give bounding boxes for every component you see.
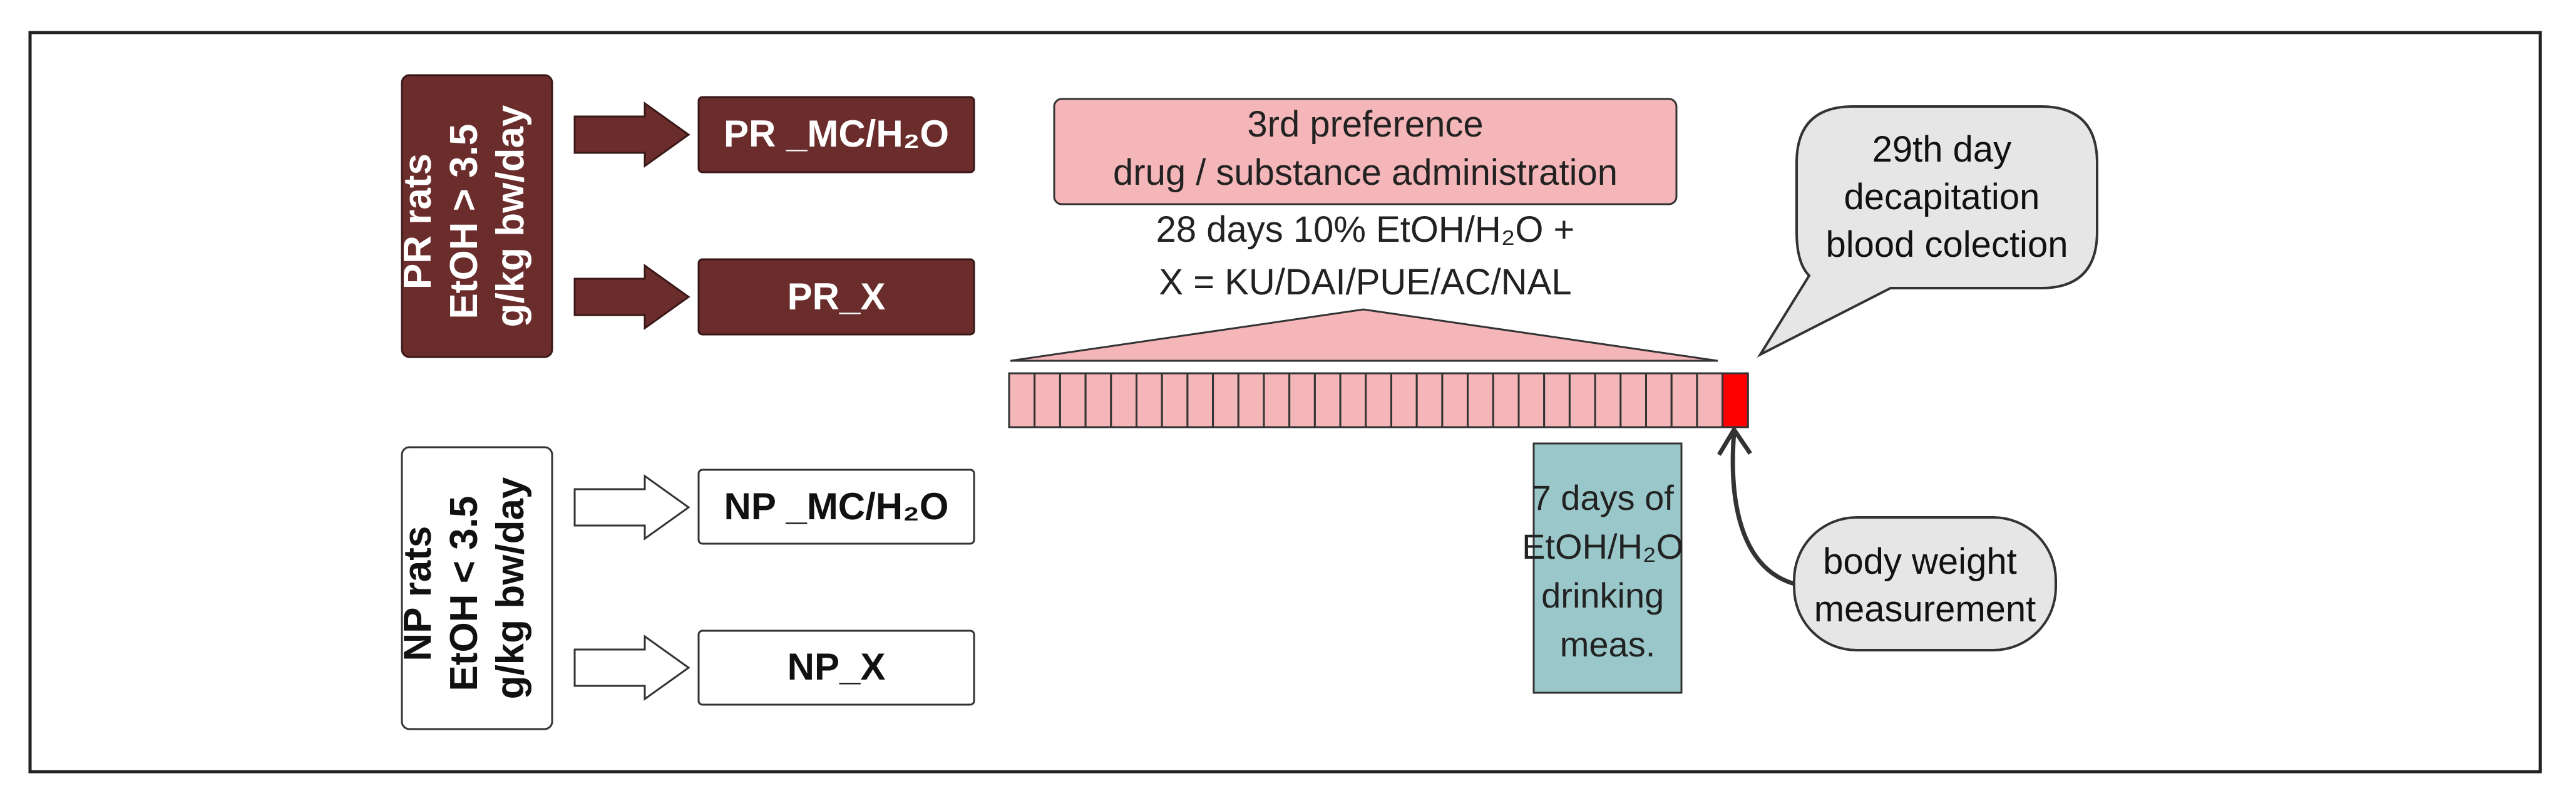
pr-group: PR rats EtOH > 3.5 g/kg bw/day PR _MC/H₂… xyxy=(396,74,975,358)
measurement-line-1: 7 days of xyxy=(1532,478,1675,517)
pr-label-line-3: g/kg bw/day xyxy=(489,105,532,327)
day-cell xyxy=(1467,372,1494,428)
body-weight-line-2: measurement xyxy=(1814,589,2036,629)
day-cell xyxy=(1441,372,1469,428)
pr-arrow-2 xyxy=(573,264,690,330)
np-arrow-1 xyxy=(573,474,690,541)
day-cell xyxy=(1288,372,1316,428)
pr-rats-label-box xyxy=(401,74,553,358)
measurement-line-3: drinking xyxy=(1541,576,1664,615)
day-cell xyxy=(1517,372,1546,428)
day-cell xyxy=(1619,372,1648,428)
treatment-line-2: X = KU/DAI/PUE/AC/NAL xyxy=(1159,262,1571,303)
timeline-brace xyxy=(1010,308,1718,362)
pr-x-label: PR_X xyxy=(788,276,886,318)
np-group: NP rats EtOH < 3.5 g/kg bw/day NP _MC/H₂… xyxy=(396,446,975,730)
day-cell xyxy=(1034,372,1061,428)
decapitation-bubble xyxy=(1757,105,2098,358)
body-weight-text: body weight measurement xyxy=(1814,541,2036,629)
day-timeline xyxy=(1008,372,1749,428)
day-cell xyxy=(1263,372,1291,428)
day-cell xyxy=(1059,372,1087,428)
phase-title-line-1: 3rd preference xyxy=(1247,104,1483,145)
np-label-line-1: NP rats xyxy=(396,526,439,661)
np-mc-label: NP _MC/H₂O xyxy=(724,485,949,527)
day-cell xyxy=(1212,372,1239,428)
day-cell xyxy=(1390,372,1418,428)
day-cell xyxy=(1084,372,1112,428)
phase-title-line-2: drug / substance administration xyxy=(1113,152,1618,193)
measurement-line-4: meas. xyxy=(1560,624,1656,664)
np-rats-label: NP rats EtOH < 3.5 g/kg bw/day xyxy=(396,477,532,699)
day-cell xyxy=(1645,372,1673,428)
day-cell xyxy=(1492,372,1520,428)
day-cell xyxy=(1670,372,1698,428)
phase-box xyxy=(1053,98,1678,205)
measurement-line-2: EtOH/H₂O xyxy=(1522,527,1683,566)
pr-mc-label: PR _MC/H₂O xyxy=(724,113,949,155)
treatment-line-1: 28 days 10% EtOH/H₂O + xyxy=(1156,209,1575,250)
weight-curved-arrow xyxy=(1730,432,1795,586)
day-cell xyxy=(1313,372,1342,428)
body-weight-bubble xyxy=(1793,516,2057,651)
pr-label-line-1: PR rats xyxy=(396,153,439,289)
weight-arrow-head xyxy=(1716,425,1752,456)
day-cell xyxy=(1008,372,1036,428)
day-cell xyxy=(1365,372,1393,428)
np-arrow-2 xyxy=(573,635,690,701)
pr-label-line-2: EtOH > 3.5 xyxy=(443,124,486,319)
day-cell xyxy=(1161,372,1189,428)
np-x-box xyxy=(697,629,975,706)
np-x-label: NP_X xyxy=(788,646,886,688)
pr-mc-box xyxy=(697,96,975,174)
day-cell xyxy=(1186,372,1214,428)
decapitation-line-1: 29th day xyxy=(1872,129,2012,170)
day-cell xyxy=(1339,372,1367,428)
day-cell xyxy=(1568,372,1596,428)
np-label-line-2: EtOH < 3.5 xyxy=(443,496,486,692)
final-day-cell xyxy=(1722,372,1749,428)
pr-rats-label: PR rats EtOH > 3.5 g/kg bw/day xyxy=(396,105,532,327)
day-cell xyxy=(1696,372,1724,428)
pr-arrow-1 xyxy=(573,101,690,168)
day-cell xyxy=(1594,372,1622,428)
np-rats-label-box xyxy=(401,446,553,730)
measurement-box xyxy=(1532,442,1683,694)
day-cell xyxy=(1136,372,1163,428)
body-weight-line-1: body weight xyxy=(1823,541,2017,582)
pr-x-box xyxy=(697,258,975,336)
measurement-text: 7 days of EtOH/H₂O drinking meas. xyxy=(1522,478,1693,664)
np-mc-box xyxy=(697,469,975,545)
day-cell xyxy=(1237,372,1265,428)
decapitation-text: 29th day decapitation blood colection xyxy=(1826,129,2068,265)
decapitation-line-3: blood colection xyxy=(1826,224,2068,265)
np-label-line-3: g/kg bw/day xyxy=(489,477,532,699)
day-cell xyxy=(1110,372,1138,428)
day-cell xyxy=(1415,372,1444,428)
decapitation-line-2: decapitation xyxy=(1844,177,2040,217)
day-cell xyxy=(1543,372,1571,428)
